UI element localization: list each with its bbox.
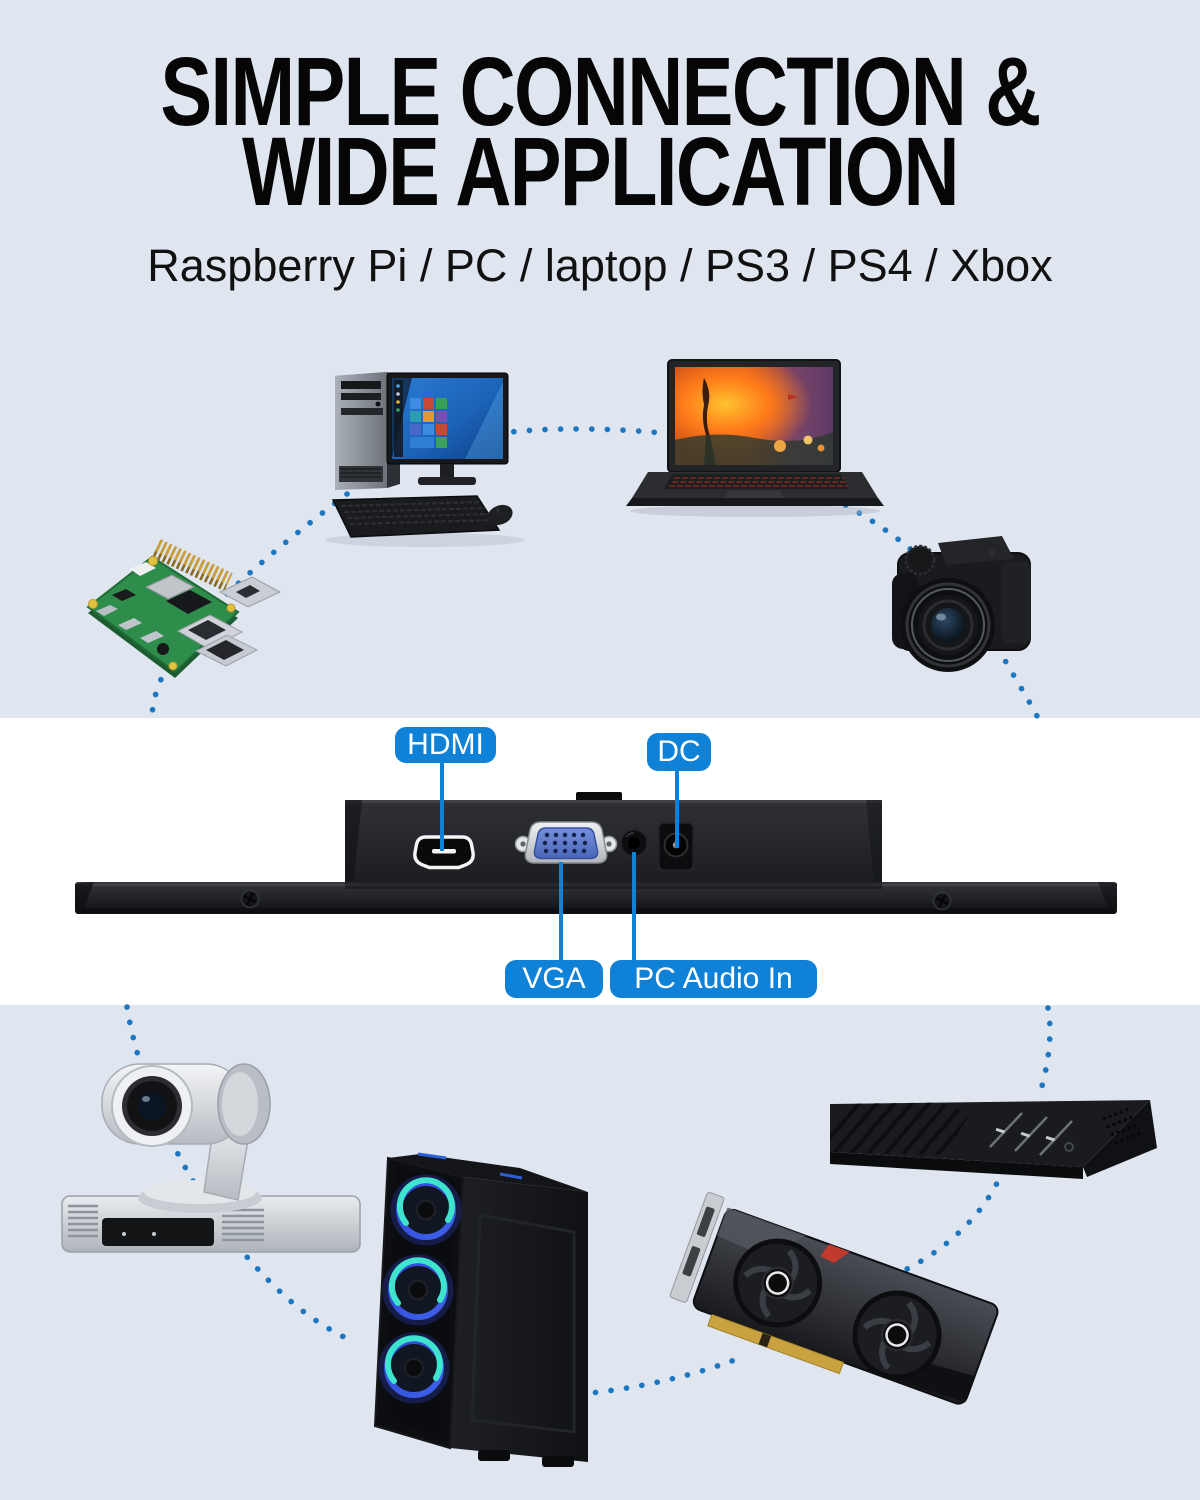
start-menu-tiles	[410, 398, 447, 448]
pc-mouse	[487, 504, 513, 526]
monitor-edge-bar	[75, 882, 1117, 914]
dots-band-to-dvr	[1035, 1005, 1053, 1103]
hdmi-label-line	[440, 761, 444, 851]
title-line-2: WIDE APPLICATION	[242, 116, 959, 226]
pc-monitor	[386, 372, 509, 485]
raspberry-pi-illustration	[86, 539, 282, 678]
laptop-shadow	[630, 505, 880, 517]
page-title: SIMPLE CONNECTION & WIDE APPLICATION	[0, 37, 1200, 226]
pcie-gold-edge	[707, 1313, 845, 1375]
rgb-fan	[382, 1254, 454, 1326]
case-side-panel	[450, 1177, 588, 1462]
dvr-recorder-illustration	[830, 1100, 1157, 1179]
rgb-fan	[390, 1174, 462, 1246]
title-line-1: SIMPLE CONNECTION &	[160, 37, 1041, 146]
pi-label	[130, 562, 156, 576]
monitor-back-panel	[75, 792, 1117, 914]
gpu-body	[669, 1191, 999, 1405]
soc-chip	[144, 574, 196, 600]
case-foot	[542, 1456, 574, 1467]
dc-label-line	[675, 769, 679, 848]
ptz-camera-illustration	[61, 1063, 361, 1253]
pi-audio-jack	[157, 643, 169, 655]
digital-camera-illustration	[892, 536, 1031, 672]
vent-grille	[68, 1204, 98, 1238]
pc-tower-case-illustration	[373, 1152, 588, 1467]
dvr-slash-details	[989, 1112, 1074, 1156]
vga-port-label: VGA	[505, 960, 603, 998]
compatibility-subtitle: Raspberry Pi / PC / laptop / PS3 / PS4 /…	[147, 240, 1053, 291]
top-led-accent	[417, 1152, 447, 1160]
dvr-right-face	[1083, 1100, 1157, 1177]
mount-hole	[88, 599, 98, 609]
case-top	[388, 1154, 588, 1192]
vga-label-line	[559, 862, 563, 962]
ptz-base	[61, 1195, 361, 1253]
laptop-illustration	[626, 359, 884, 517]
ram-chip	[166, 590, 212, 614]
mode-dial	[904, 544, 936, 576]
pc-audio-in-port-label: PC Audio In	[610, 960, 817, 998]
ptz-head	[101, 1063, 271, 1147]
gpu-fan	[733, 1238, 823, 1328]
vent-grille	[222, 1208, 264, 1242]
audio-label-line	[632, 852, 636, 962]
pc-keyboard	[331, 495, 501, 538]
dots-dvr-to-gpu	[902, 1167, 1006, 1273]
laptop-base	[626, 472, 884, 506]
ptz-lens	[111, 1065, 193, 1147]
desktop-pc-illustration	[325, 372, 525, 547]
dc-power-jack	[658, 822, 694, 871]
camera-lens	[901, 578, 995, 672]
red-accent	[820, 1244, 850, 1264]
viewfinder-hump	[938, 536, 1014, 565]
screw	[932, 891, 952, 911]
vga-port	[514, 821, 618, 864]
rgb-fan	[378, 1332, 450, 1404]
screw	[240, 889, 260, 909]
dvr-front-face	[830, 1152, 1083, 1179]
hdmi-port	[413, 835, 475, 870]
gpu-fan	[852, 1290, 942, 1380]
hdmi-port-label: HDMI	[395, 727, 496, 763]
ptz-front-display	[102, 1218, 214, 1246]
usb-c-port	[96, 605, 118, 616]
micro-hdmi-port	[118, 618, 142, 630]
dc-port-label: DC	[647, 733, 711, 771]
case-foot	[478, 1450, 510, 1461]
laptop-screen	[667, 359, 841, 473]
graphics-card-illustration	[669, 1191, 999, 1405]
vga-pins	[542, 832, 588, 854]
